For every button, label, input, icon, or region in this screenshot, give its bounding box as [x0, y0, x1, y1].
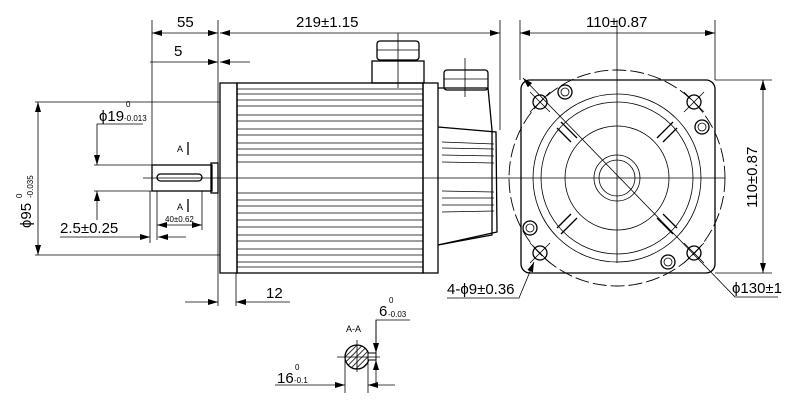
svg-text:-0.035: -0.035: [26, 175, 35, 198]
svg-text:0: 0: [15, 193, 24, 198]
svg-text:-0.03: -0.03: [388, 310, 407, 319]
svg-text:-0.1: -0.1: [294, 376, 308, 385]
dim-pilot-diameter: ϕ95 0 -0.035: [15, 175, 35, 228]
svg-text:-0.013: -0.013: [124, 114, 147, 123]
keyway: [156, 173, 203, 182]
svg-text:0: 0: [126, 100, 131, 109]
dim-body-length: 219±1.15: [296, 14, 358, 31]
dim-mount-holes: 4-ϕ9±0.36: [447, 281, 515, 298]
section-a-a: A-A 6 0 -0.03 16 0 -0.1: [275, 296, 410, 393]
mounting-holes: [529, 91, 705, 264]
dim-shaft-step: 2.5±0.25: [60, 220, 118, 237]
dim-key-width: 6 0 -0.03: [379, 296, 407, 320]
svg-text:ϕ95: ϕ95: [18, 203, 35, 228]
dim-shaft-length: 55: [177, 14, 194, 31]
dim-key-length: 40±0.62: [165, 215, 194, 224]
dim-key-depth: 16 0 -0.1: [277, 363, 308, 387]
rear-cap-vents: [441, 141, 495, 213]
svg-text:0: 0: [389, 296, 394, 305]
section-title: A-A: [346, 324, 361, 334]
svg-text:16: 16: [277, 370, 294, 387]
dim-shaft-diameter: ϕ19 0 -0.013: [99, 100, 147, 125]
dim-flange-offset: 5: [174, 43, 182, 60]
section-mark-bottom: A: [177, 202, 183, 212]
dim-bolt-circle: ϕ130±1: [732, 280, 782, 297]
side-view: 55 219±1.15 5: [15, 14, 510, 306]
cooling-fins: [237, 88, 423, 268]
screw-heads: [522, 84, 710, 270]
dim-flange-height: 110±0.87: [744, 147, 761, 208]
svg-text:0: 0: [295, 363, 300, 372]
svg-text:ϕ19: ϕ19: [99, 108, 124, 125]
encoder-connector: [443, 58, 489, 97]
dim-flange-thickness: 12: [266, 285, 283, 302]
svg-text:6: 6: [379, 303, 387, 320]
power-connector: [371, 33, 425, 88]
flange-view: 110±0.87: [447, 14, 782, 299]
section-mark-top: A: [177, 144, 183, 154]
